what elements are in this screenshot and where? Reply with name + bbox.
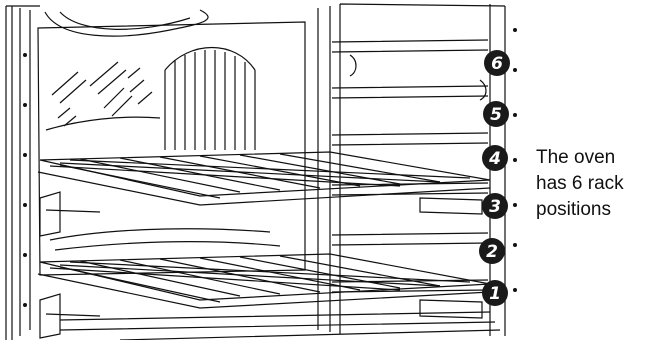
badge-label: 6 [491,54,503,74]
fan-cover-vents [46,62,160,130]
rack-position-badge-4: 4 [482,145,508,171]
rack-positions-caption: The oven has 6 rack positions [536,145,644,223]
oven-back-wall [38,22,305,275]
caption-line-2: has 6 rack [536,171,644,197]
rack-position-badge-3: 3 [482,193,508,219]
back-wall-ribs [165,48,255,151]
caption-line-3: positions [536,197,644,223]
caption-line-1: The oven [536,145,644,171]
bottom-element [50,229,280,250]
lower-oven-rack [38,254,490,338]
broil-element [45,10,208,36]
oven-left-frame [6,6,40,340]
oven-interior-illustration: 6 5 4 3 2 1 [0,0,520,340]
rack-position-badge-5: 5 [483,101,509,127]
rack-position-badge-6: 6 [484,50,510,76]
badge-label: 3 [489,197,501,217]
badge-label: 4 [488,149,501,169]
rack-position-badge-2: 2 [479,238,505,264]
badge-label: 1 [489,284,501,304]
badge-label: 5 [490,105,502,125]
rack-position-badge-1: 1 [482,280,508,306]
badge-label: 2 [486,242,498,262]
